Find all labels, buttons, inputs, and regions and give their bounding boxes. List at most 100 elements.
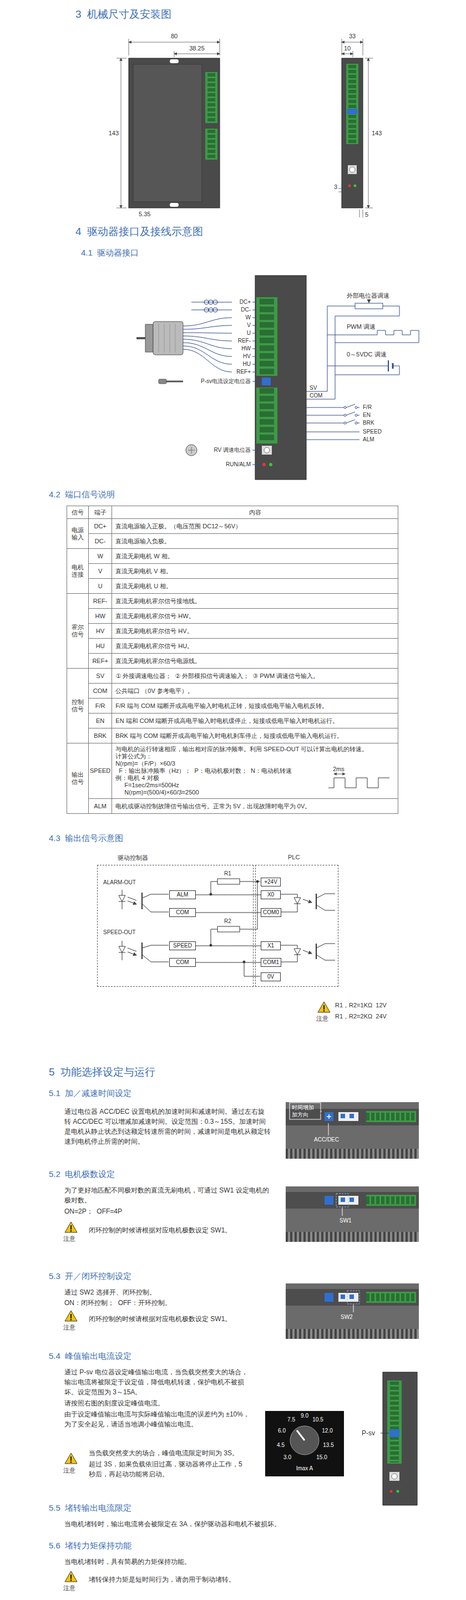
- table-cell-text: 例：电机 4 对极: [115, 775, 395, 783]
- driver-photo: [349, 1295, 354, 1300]
- driver-photo: [336, 1194, 349, 1208]
- terminal-name: COM: [309, 392, 323, 399]
- dimension: 3: [333, 183, 338, 192]
- motor: [158, 323, 176, 353]
- optocoupler: [127, 948, 137, 956]
- table-row: 电机连接W直流无刷电机 W 相。: [67, 549, 399, 565]
- optocoupler: [141, 893, 143, 910]
- caution-word: 注意: [63, 1584, 76, 1593]
- driver-side: [382, 1373, 418, 1507]
- table-cell: DC-: [88, 534, 113, 550]
- wires: [368, 300, 370, 303]
- table-cell-text: U: [89, 583, 111, 591]
- terminal-box: X0: [260, 890, 281, 900]
- side-view: [346, 63, 359, 145]
- driver-photo: [340, 1198, 346, 1203]
- optocoupler: [217, 879, 240, 885]
- table-cell-text: HU: [89, 642, 111, 651]
- section-heading: 4 驱动器接口及接线示意图: [75, 225, 204, 239]
- part-name: P-sv电流设定电位器: [200, 378, 251, 385]
- table-row: ALM电机或驱动控制故障信号输出信号。正常为 5V，出现故障时电平为 0V。: [67, 799, 399, 815]
- note: 当负载突然变大的场合，峰值电流限定时间为 3S。: [88, 1449, 250, 1460]
- group-title: PLC: [287, 854, 300, 861]
- driver-body: [256, 297, 278, 377]
- table-cell-text: N(rpm)=（F/P）×60/3: [115, 760, 395, 768]
- table-cell-text: F=1sec/2ms=500Hz: [115, 782, 395, 790]
- table-cell: 直流无刷电机霍尔信号 HW。: [112, 609, 399, 625]
- table-cell-text: BRK: [89, 732, 111, 741]
- table-body: 信号端子内容电源输入DC+直流电源输入正极。（电压范围 DC12～56V）DC-…: [67, 506, 399, 815]
- table-cell: ALM: [88, 799, 113, 815]
- table-cell-text: ALM: [89, 803, 111, 811]
- table-cell: HU: [88, 639, 113, 655]
- body-text: 当电机堵转时，具有简易的力矩保持功能。: [64, 1557, 420, 1568]
- wires: [327, 330, 419, 343]
- table-cell-text: F：输出脉冲频率（Hz）； P：电动机极对数； N：电动机转速: [115, 767, 395, 776]
- table-row: U直流无刷电机 U 相。: [67, 579, 399, 595]
- terminal-name: SV: [309, 385, 317, 392]
- driver-photo: [347, 1291, 360, 1305]
- wires: [208, 300, 214, 305]
- optocoupler: [127, 897, 137, 905]
- side-view: [348, 64, 357, 144]
- optocoupler: [302, 950, 312, 955]
- table-cell-text: F/R 端与 COM 端断开或高电平输入时电机正转，短接或低电平输入电机反转。: [115, 702, 395, 711]
- driver-photo: [285, 1149, 419, 1160]
- sub-heading: 4.3 输出信号示意图: [48, 833, 124, 845]
- table-cell-text: 直流无刷电机 V 相。: [115, 568, 395, 576]
- caution-word: 注意: [63, 1467, 76, 1476]
- side-view: [349, 166, 356, 173]
- wires: [183, 332, 232, 334]
- table-row: 信号端子内容: [67, 506, 399, 520]
- wires: [343, 422, 347, 425]
- driver-body: [259, 388, 275, 443]
- front-view: [169, 59, 179, 64]
- table-cell-text: 直流无刷电机霍尔信号 HV。: [115, 627, 395, 636]
- table-cell: 直流无刷电机霍尔信号 HU。: [112, 639, 399, 655]
- table-cell: HV: [88, 624, 113, 640]
- driver-photo: [285, 1187, 419, 1243]
- table-cell-text: 与电机的运行转速相应，输出相对应的脉冲频率。利用 SPEED-OUT 可以计算出…: [115, 746, 395, 754]
- terminal-name: DC+: [239, 299, 251, 306]
- table-cell: EN 端和 COM 端断开或高电平输入时电机缓停止，短接或低电平输入时电机运行。: [112, 713, 399, 729]
- terminal-box: COM: [169, 908, 196, 918]
- side-view: [347, 165, 357, 175]
- table-cell: SPEED: [88, 743, 113, 800]
- terminal-box: COM1: [260, 958, 282, 968]
- driver-photo: [338, 1196, 359, 1206]
- driver-photo: [285, 1102, 419, 1160]
- table-cell-text: 计算公式为：: [115, 753, 395, 761]
- scale-number: 9.0: [296, 1413, 313, 1421]
- driver-body: [261, 377, 271, 386]
- wires: [213, 300, 218, 305]
- wires: [252, 302, 257, 373]
- front-view: [128, 42, 220, 43]
- callout: ACC/DEC: [313, 1137, 339, 1144]
- table-cell-text: COM: [89, 687, 111, 696]
- terminal-name: HV: [242, 353, 251, 360]
- table-cell: EN: [88, 713, 113, 729]
- table-cell: 信号: [67, 506, 89, 520]
- terminal-name: COM0: [262, 909, 280, 918]
- wires: [183, 300, 419, 465]
- table-row: COM公共端口 （0V 参考电平）。: [67, 684, 399, 699]
- driver-body: [264, 447, 270, 454]
- table-row: HW直流无刷电机霍尔信号 HW。: [67, 609, 399, 625]
- driver-photo: [285, 1192, 419, 1210]
- scale-number: 10.5: [310, 1417, 326, 1425]
- current-dial: [265, 1411, 344, 1478]
- driver-side: [396, 1491, 400, 1494]
- driver-photo: [324, 1112, 334, 1122]
- motor: [136, 337, 146, 340]
- optocoupler: [294, 949, 301, 956]
- front-view: [207, 129, 216, 159]
- note: 超过 3S，如果负载依旧过高，驱动器将停止工作，5 秒后，再起动功能将启动。: [88, 1460, 250, 1481]
- driver-photo: [328, 1123, 329, 1137]
- part-name: 0～5VDC 调速: [346, 350, 387, 359]
- callout: SW2: [340, 1314, 353, 1322]
- side-view: [341, 42, 363, 43]
- driver-photo: [285, 1187, 419, 1243]
- scale-number: 12.0: [319, 1428, 336, 1436]
- table-cell-text: REF-: [89, 598, 111, 606]
